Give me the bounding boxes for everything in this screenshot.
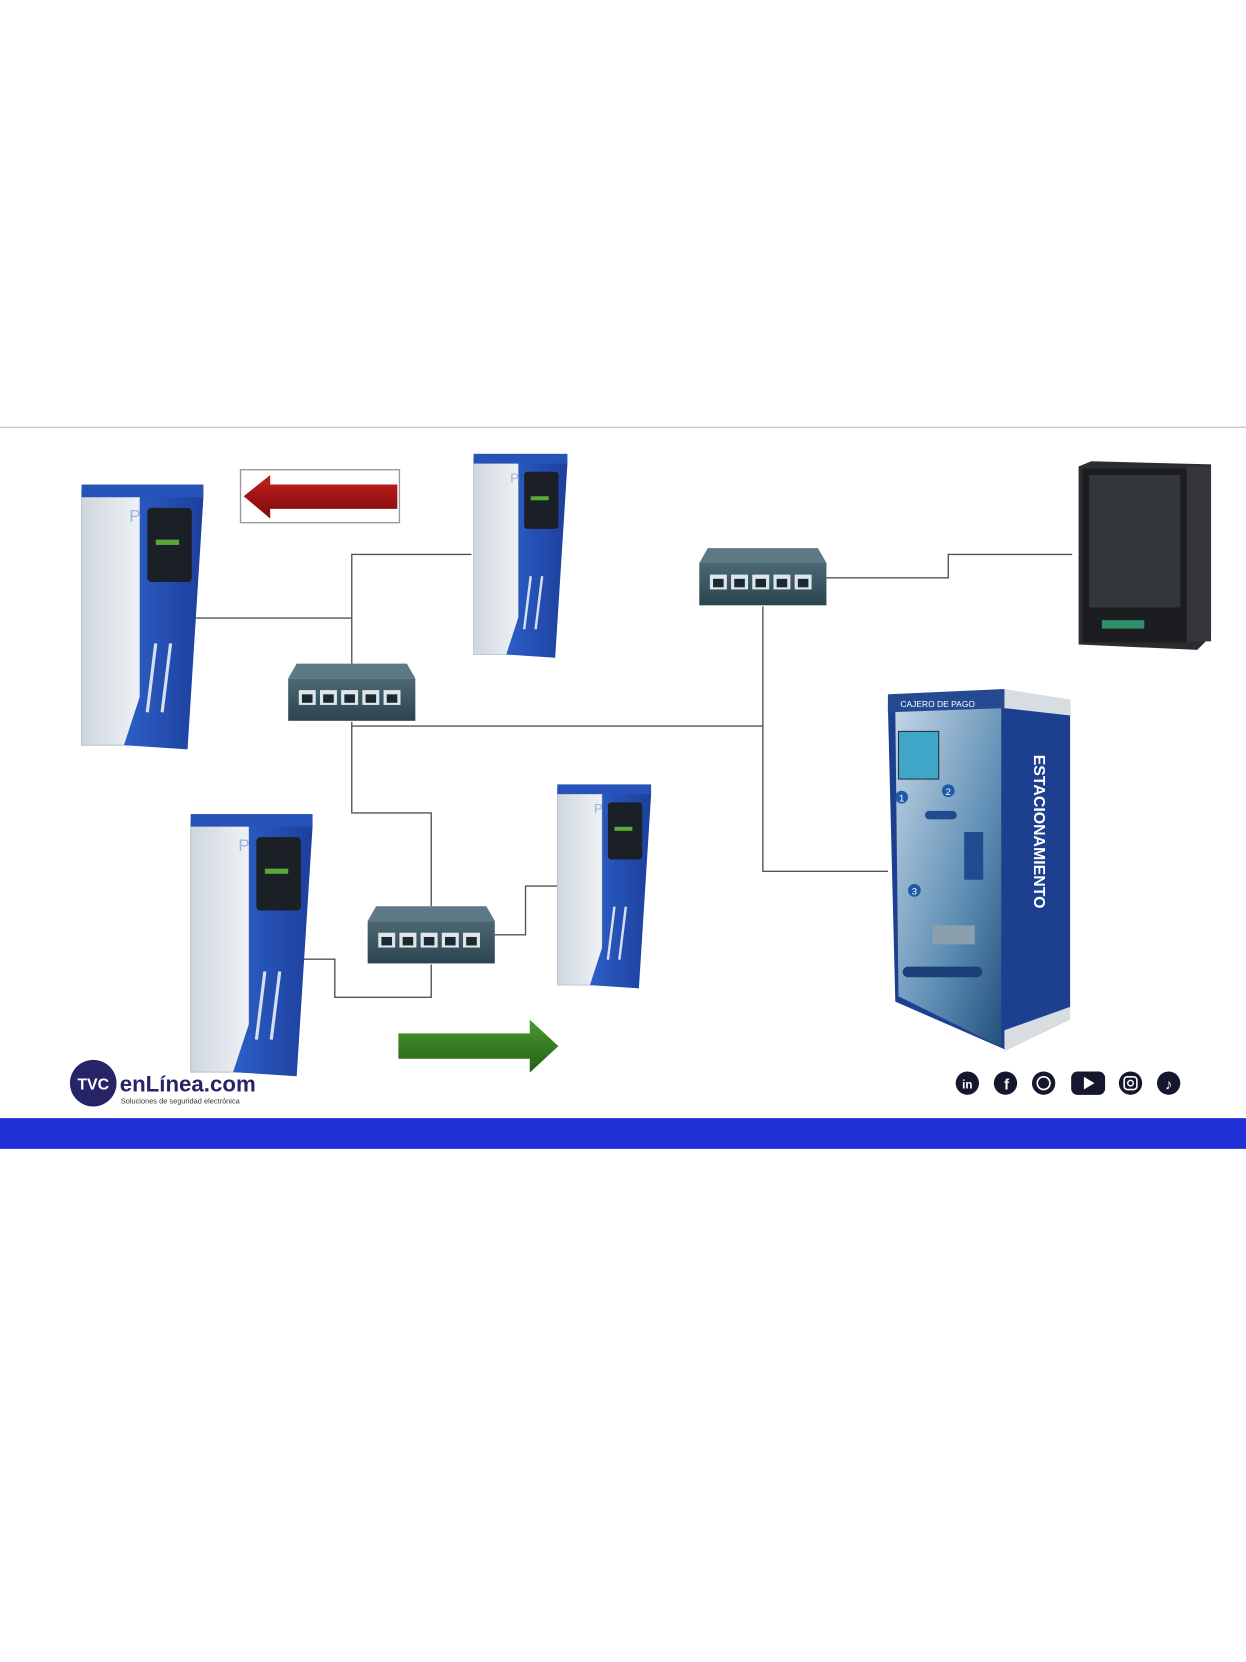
svg-text:in: in	[962, 1078, 972, 1091]
svg-text:f: f	[1004, 1078, 1009, 1094]
network-switch-server	[699, 548, 827, 606]
social-icons: in f ♪	[955, 1071, 1181, 1095]
whatsapp-icon[interactable]	[1031, 1071, 1056, 1095]
exit-arrow	[239, 469, 401, 524]
server-tower	[1078, 461, 1212, 650]
exit-barrier-terminal-2	[472, 452, 569, 659]
payment-kiosk: CAJERO DE PAGO 1 2 3 ESTACIONAMIENTO	[887, 689, 1071, 1052]
youtube-icon[interactable]	[1071, 1071, 1106, 1095]
svg-text:TVC: TVC	[77, 1077, 109, 1094]
facebook-icon[interactable]: f	[993, 1071, 1018, 1095]
network-switch-main	[288, 663, 416, 721]
svg-text:♪: ♪	[1165, 1078, 1172, 1094]
svg-text:3: 3	[912, 887, 917, 898]
tiktok-icon[interactable]: ♪	[1157, 1071, 1181, 1095]
network-switch-entry	[367, 906, 495, 964]
footer-bar	[0, 1118, 1246, 1149]
network-cables	[185, 553, 1073, 999]
exit-barrier-terminal-1	[79, 482, 206, 752]
kiosk-header: CAJERO DE PAGO	[900, 699, 975, 709]
tvc-logo: TVC enLínea.com Soluciones de seguridad …	[69, 1059, 256, 1107]
svg-text:1: 1	[899, 793, 904, 804]
logo-text: enLínea.com	[120, 1072, 256, 1097]
logo-tagline: Soluciones de seguridad electrónica	[121, 1096, 241, 1105]
entry-arrow	[398, 1019, 559, 1073]
entry-barrier-terminal-2	[556, 783, 653, 990]
instagram-icon[interactable]	[1118, 1071, 1143, 1095]
entry-barrier-terminal-1	[189, 812, 315, 1078]
svg-text:2: 2	[946, 787, 951, 798]
kiosk-side-label: ESTACIONAMIENTO	[1030, 755, 1047, 909]
linkedin-icon[interactable]: in	[955, 1071, 979, 1095]
